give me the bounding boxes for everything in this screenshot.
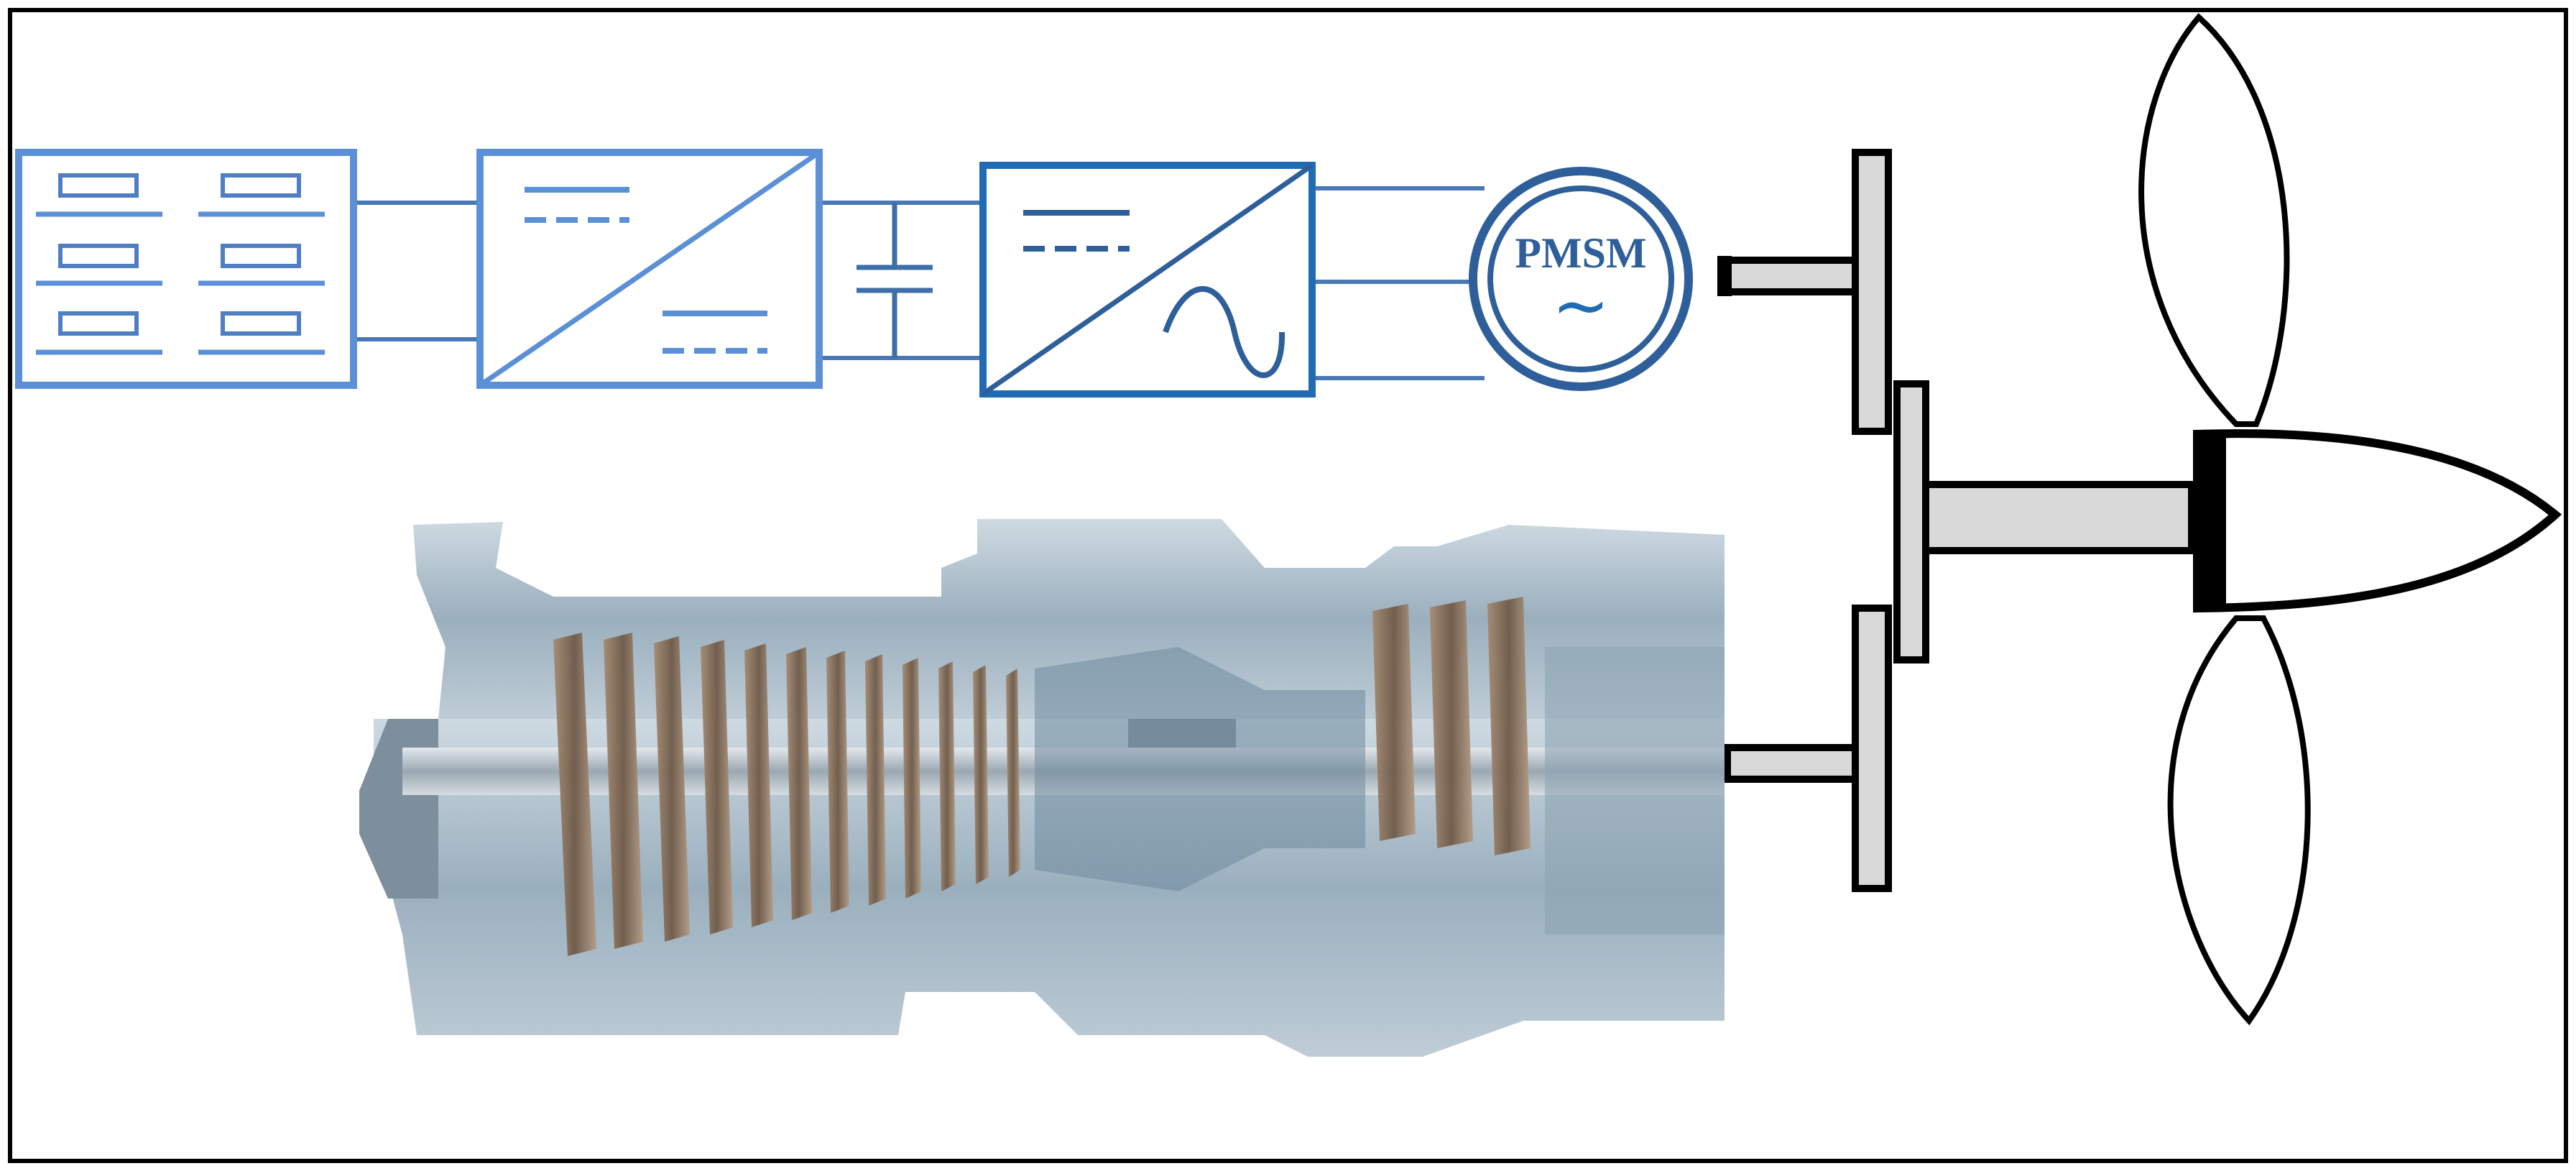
propeller-icon: [2138, 13, 2562, 1026]
capacitor-icon: [857, 203, 933, 358]
diagram-frame: [8, 8, 2568, 1163]
pmsm-label: PMSM: [1515, 229, 1646, 277]
pmsm-motor: PMSM ~: [1469, 167, 1693, 391]
gearbox-icon: [1724, 149, 2195, 892]
wiring: [354, 186, 1485, 380]
dc-dc-converter-icon: [476, 149, 823, 389]
dc-ac-inverter-icon: [979, 162, 1316, 398]
pmsm-motor-icon: [1469, 167, 1693, 391]
gas-turbine-cutaway-icon: [359, 519, 1725, 1057]
ac-symbol: ~: [1552, 265, 1610, 346]
motor-coupling: [1717, 256, 1732, 296]
battery-pack-icon: [15, 149, 357, 389]
